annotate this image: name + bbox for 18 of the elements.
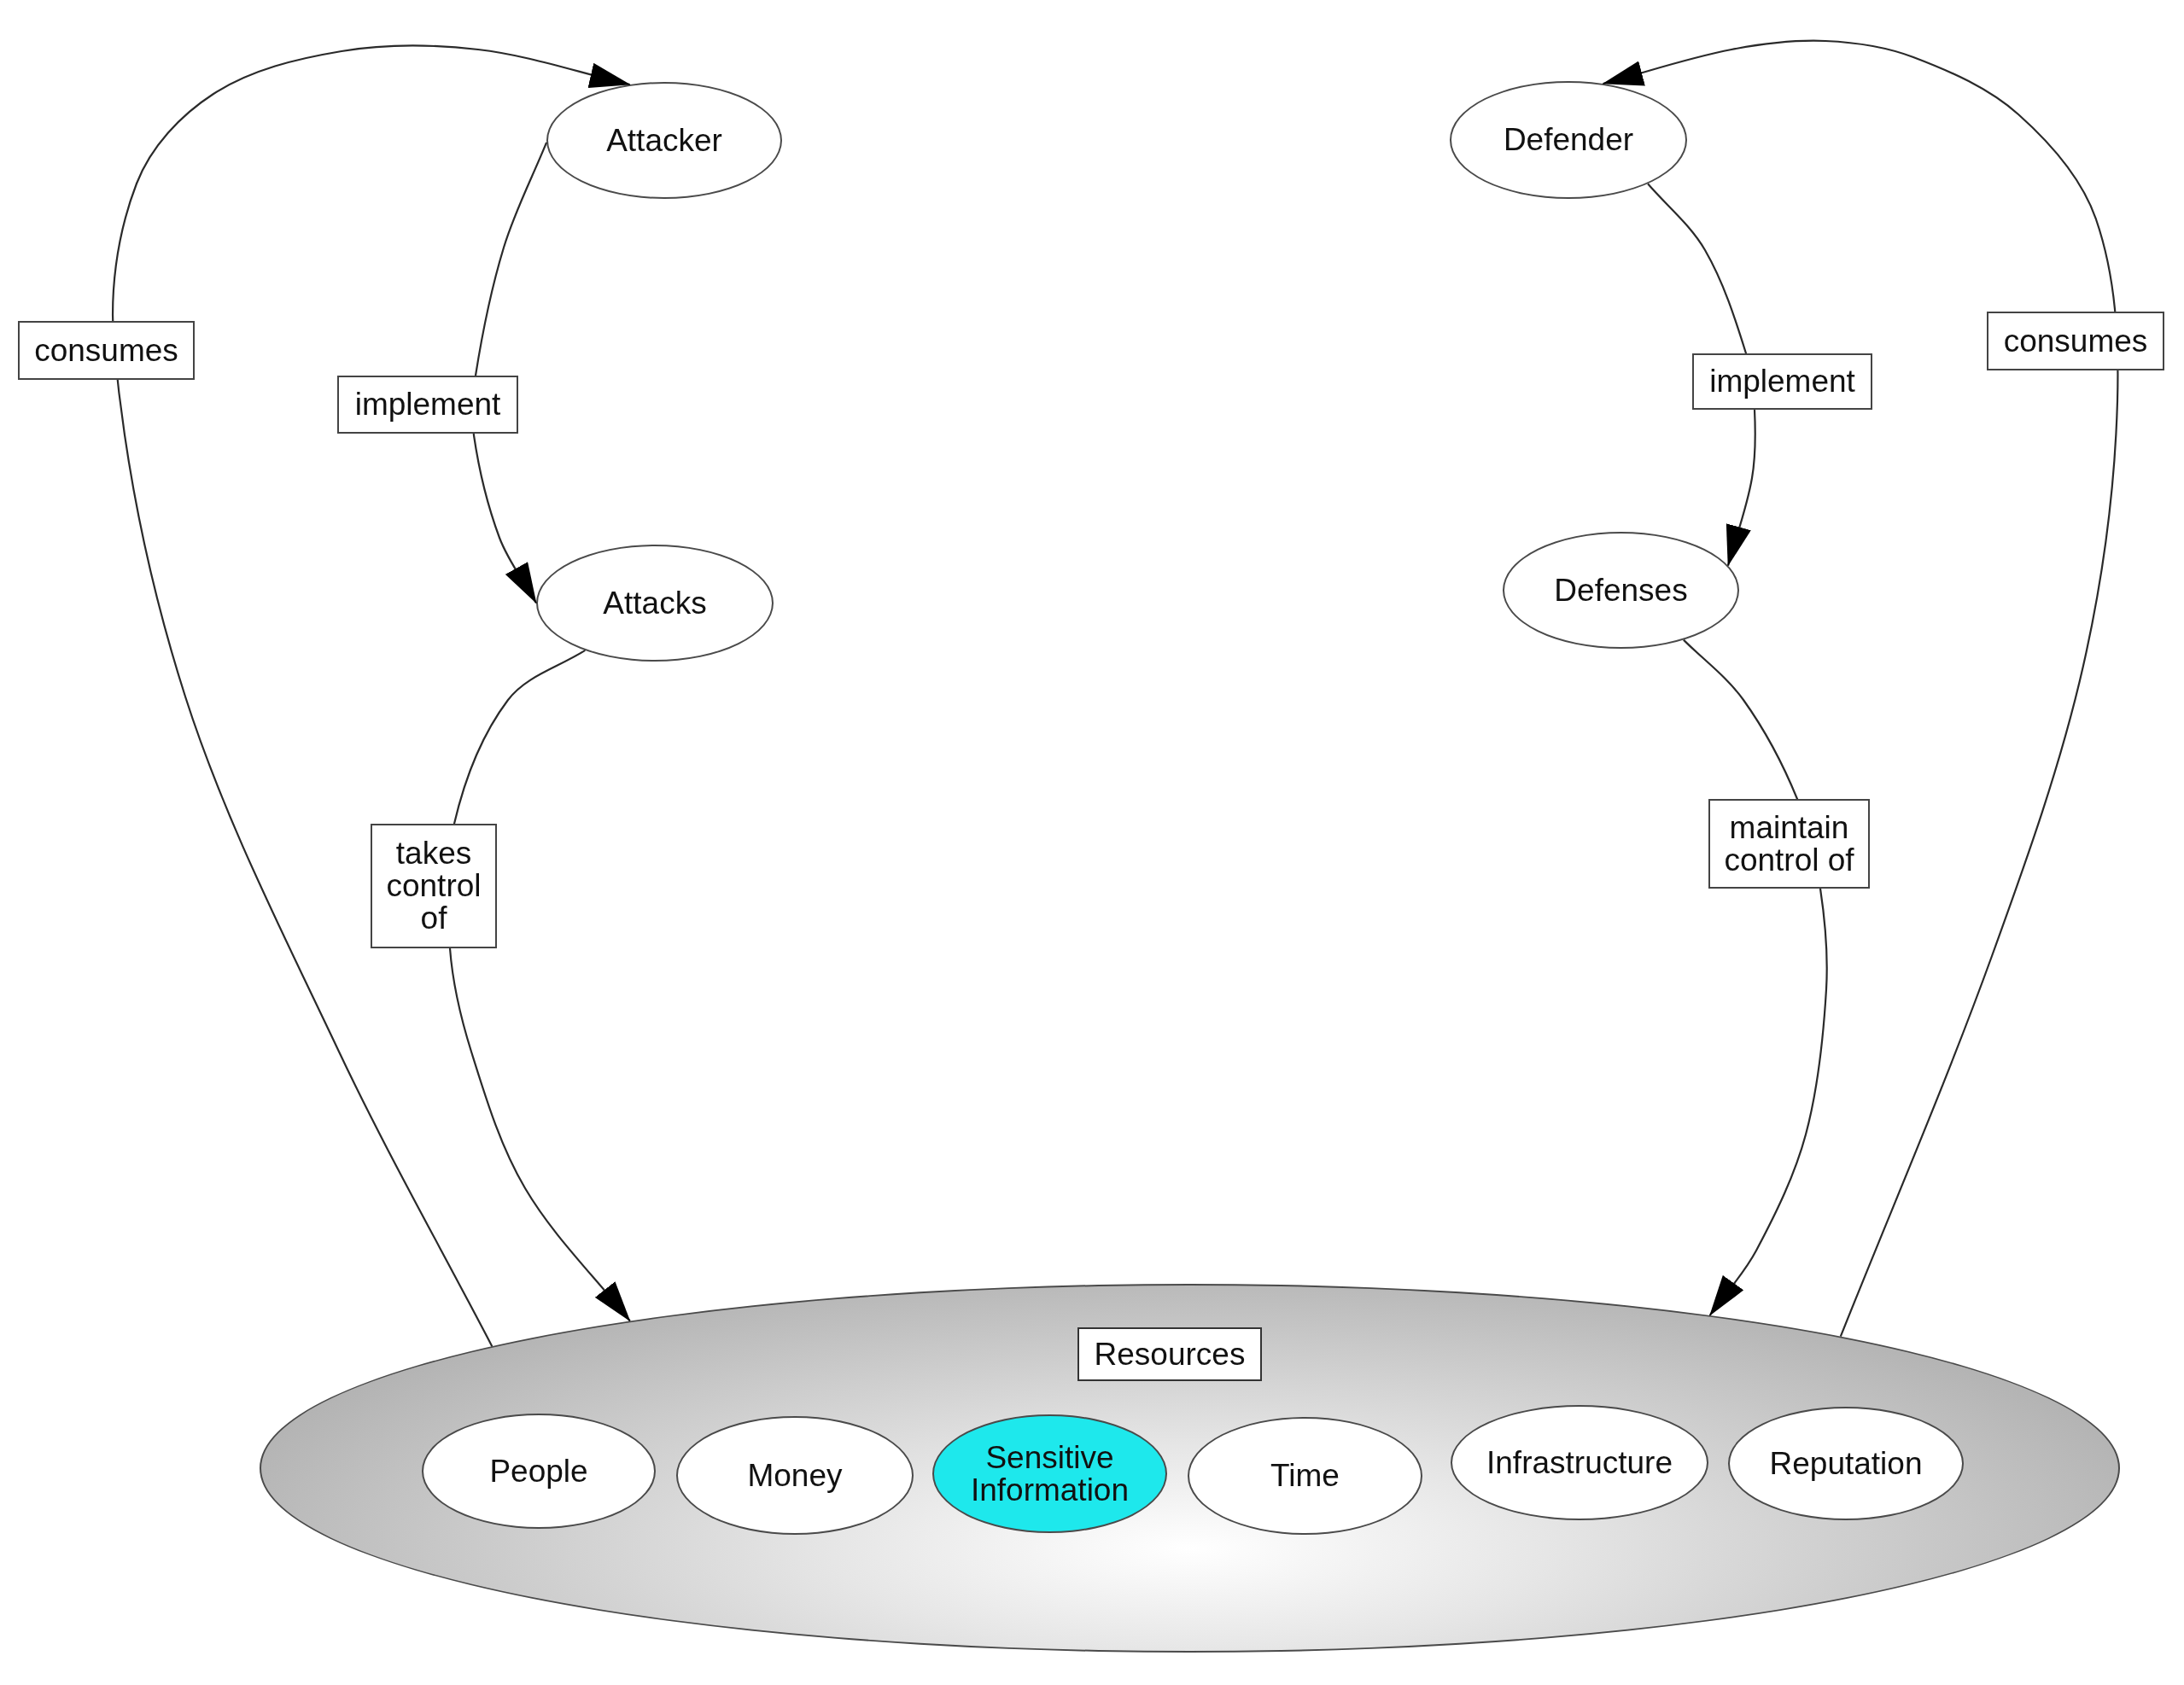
- node-label: Defenses: [1554, 574, 1688, 607]
- edge-label: consumes: [18, 321, 195, 380]
- node-label: Reputation: [1769, 1447, 1923, 1480]
- node-label: Sensitive Information: [969, 1441, 1130, 1507]
- node-label: Attacker: [606, 124, 722, 157]
- edge-label: takes control of: [371, 824, 497, 948]
- node-label: Money: [747, 1459, 843, 1492]
- node-label: Defender: [1503, 124, 1634, 156]
- group-heading: Resources: [1077, 1327, 1262, 1381]
- arrow: [471, 142, 548, 604]
- node-label: Time: [1270, 1460, 1340, 1492]
- edge-label: implement: [1692, 353, 1872, 410]
- edge-label: maintain control of: [1708, 799, 1870, 889]
- edge-label: implement: [337, 376, 518, 434]
- edge-label: consumes: [1987, 312, 2164, 370]
- node-label: People: [489, 1455, 588, 1488]
- node-label: Attacks: [603, 586, 707, 620]
- node-label: Infrastructure: [1486, 1446, 1673, 1479]
